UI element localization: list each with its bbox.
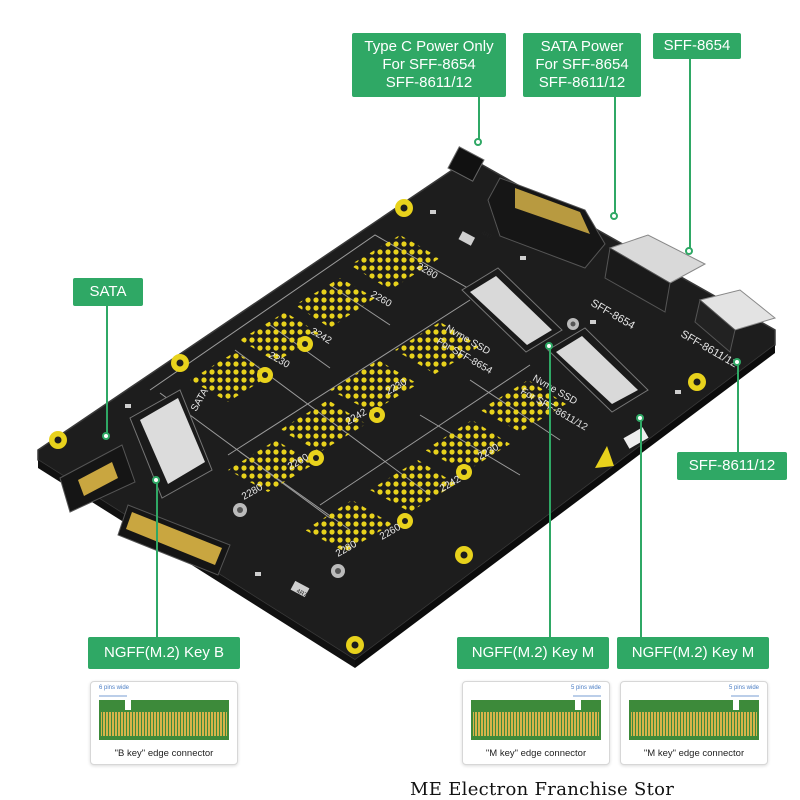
callout-type-c-line2: For SFF-8654 bbox=[382, 56, 476, 73]
pins-width-label: 5 pins wide bbox=[570, 685, 601, 691]
m2-slot-key-m-1 bbox=[461, 267, 563, 353]
m-key-connector-diagram-1: 5 pins wide "M key" edge connector bbox=[462, 681, 610, 765]
store-watermark: ME Electron Franchise Stor bbox=[410, 779, 675, 800]
callout-key-m-2: NGFF(M.2) Key M bbox=[617, 637, 769, 669]
pins-width-label: 5 pins wide bbox=[728, 685, 759, 691]
pins-width-label: 6 pins wide bbox=[99, 685, 130, 691]
callout-dot-key-m-2 bbox=[636, 414, 644, 422]
type-c-port bbox=[447, 146, 485, 182]
pad-arrays bbox=[190, 235, 566, 552]
callout-key-b-text: NGFF(M.2) Key B bbox=[103, 644, 224, 661]
callout-dot-type-c bbox=[474, 138, 482, 146]
b-key-caption: "B key" edge connector bbox=[114, 748, 214, 759]
callout-dot-key-b bbox=[152, 476, 160, 484]
callout-sff8654-text: SFF-8654 bbox=[663, 37, 731, 54]
white-label bbox=[623, 427, 649, 449]
silk-resistor-bottom: 4R7 bbox=[295, 588, 308, 599]
callout-line-key-m-1 bbox=[549, 346, 551, 638]
mounting-holes bbox=[49, 199, 706, 654]
b-key-connector-diagram: 6 pins wide "B key" edge connector bbox=[90, 681, 238, 765]
callout-line-key-m-2 bbox=[640, 418, 642, 638]
sff-8654-connector bbox=[604, 234, 707, 313]
callout-sata-power-line2: For SFF-8654 bbox=[535, 56, 629, 73]
callout-type-c-line1: Type C Power Only bbox=[364, 38, 494, 55]
b-key-edge-illustration bbox=[99, 695, 229, 740]
callout-sata: SATA bbox=[73, 278, 143, 306]
m2-slot-key-m-2 bbox=[547, 327, 649, 413]
m-key-caption-1: "M key" edge connector bbox=[485, 748, 587, 759]
callout-line-sff8654 bbox=[689, 57, 691, 249]
silk-resistor-top: 4R7 bbox=[480, 230, 493, 241]
callout-line-sata-power bbox=[614, 96, 616, 214]
callout-line-key-b bbox=[156, 480, 158, 638]
callout-dot-key-m-1 bbox=[545, 342, 553, 350]
callout-sata-power: SATA Power For SFF-8654 SFF-8611/12 bbox=[523, 33, 641, 97]
m2-slot-key-b bbox=[129, 389, 213, 499]
m-key-caption-2: "M key" edge connector bbox=[643, 748, 745, 759]
callout-dot-sata-power bbox=[610, 212, 618, 220]
callout-sff8611-right-text: SFF-8611/12 bbox=[688, 457, 776, 474]
callout-dot-sff8654 bbox=[685, 247, 693, 255]
sata-power-connector bbox=[487, 177, 606, 269]
sata-edge-connector bbox=[59, 444, 231, 576]
callout-sff8611-right: SFF-8611/12 bbox=[677, 452, 787, 480]
callout-line-sata bbox=[106, 304, 108, 434]
m-key-edge-illustration-1 bbox=[471, 695, 601, 740]
callout-sata-power-line3: SFF-8611/12 bbox=[538, 74, 626, 91]
callout-dot-sata bbox=[102, 432, 110, 440]
callout-key-m-1-text: NGFF(M.2) Key M bbox=[471, 644, 595, 661]
callout-type-c-line3: SFF-8611/12 bbox=[385, 74, 473, 91]
esd-warning-icon bbox=[595, 446, 614, 468]
callout-line-type-c bbox=[478, 96, 480, 142]
callout-sata-text: SATA bbox=[89, 283, 127, 300]
callout-key-m-1: NGFF(M.2) Key M bbox=[457, 637, 609, 669]
callout-sff8654: SFF-8654 bbox=[653, 33, 741, 59]
callout-line-sff8611-right bbox=[737, 362, 739, 454]
sff-8611-connector bbox=[694, 289, 777, 353]
smd-components bbox=[125, 210, 681, 598]
m-key-edge-illustration-2 bbox=[629, 695, 759, 740]
callout-type-c-power: Type C Power Only For SFF-8654 SFF-8611/… bbox=[352, 33, 506, 97]
callout-key-m-2-text: NGFF(M.2) Key M bbox=[631, 644, 755, 661]
m-key-connector-diagram-2: 5 pins wide "M key" edge connector bbox=[620, 681, 768, 765]
callout-sata-power-line1: SATA Power bbox=[540, 38, 624, 55]
callout-dot-sff8611-right bbox=[733, 358, 741, 366]
callout-key-b: NGFF(M.2) Key B bbox=[88, 637, 240, 669]
pcb-board-edge-right bbox=[355, 345, 775, 668]
